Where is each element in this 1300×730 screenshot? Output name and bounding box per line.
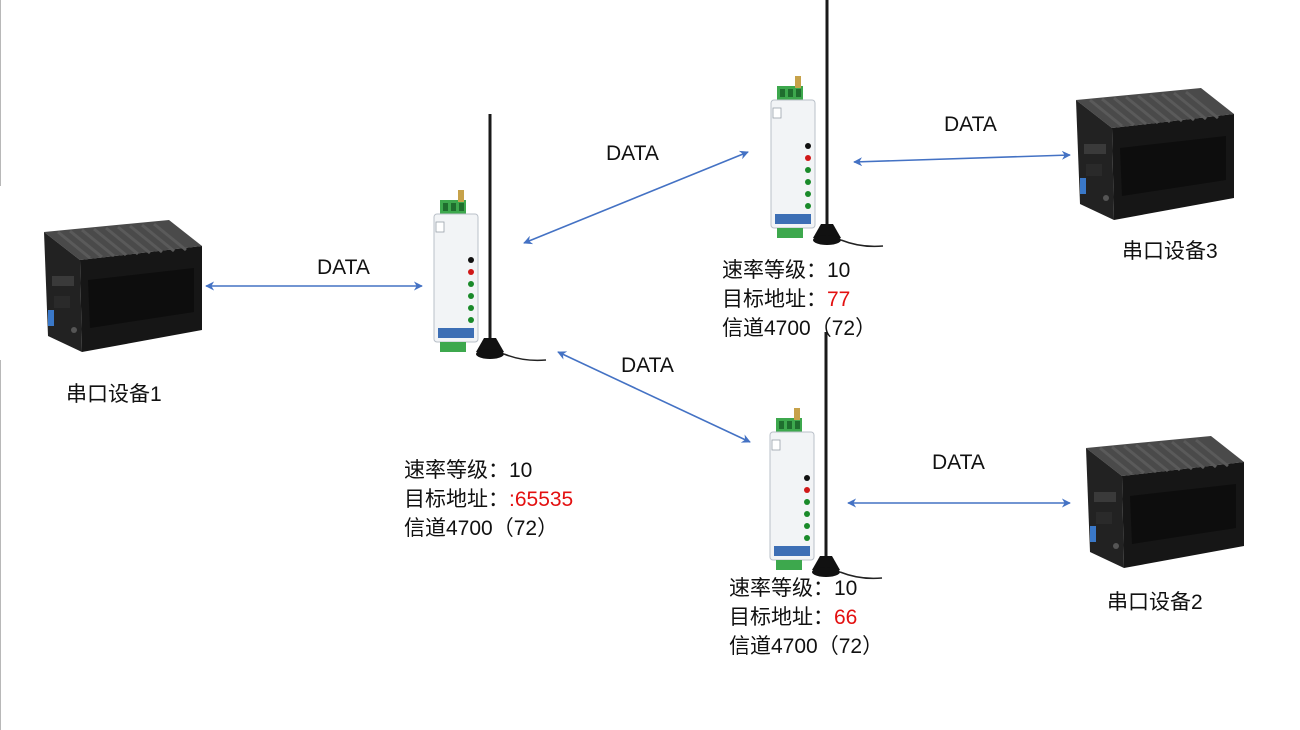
- target-address-value: 66: [834, 606, 858, 629]
- plc-device-image: [1084, 434, 1246, 570]
- device-label-serial1: 串口设备1: [66, 383, 162, 406]
- data-label: DATA: [932, 451, 985, 474]
- rate-level: 速率等级：10: [722, 259, 851, 282]
- lora-module-image: [768, 330, 884, 580]
- arrow-top-serial3: [853, 150, 1071, 167]
- device-label-serial3: 串口设备3: [1122, 240, 1218, 263]
- data-label: DATA: [317, 256, 370, 279]
- device-label-serial2: 串口设备2: [1107, 591, 1203, 614]
- plc-device-image: [1074, 86, 1236, 222]
- module-info-center: 速率等级：10 目标地址：:65535 信道4700（72）: [404, 456, 573, 543]
- target-address: 目标地址：66: [729, 606, 858, 629]
- target-address: 目标地址：77: [722, 288, 851, 311]
- edge-mark: [0, 0, 1, 186]
- arrow-center-top: [523, 150, 749, 245]
- module-info-top: 速率等级：10 目标地址：77 信道4700（72）: [722, 256, 876, 343]
- target-address-value: :65535: [509, 488, 574, 511]
- target-address: 目标地址：:65535: [404, 488, 574, 511]
- channel: 信道4700（72）: [404, 517, 559, 540]
- edge-mark: [0, 360, 1, 730]
- data-label: DATA: [944, 113, 997, 136]
- rate-level: 速率等级：10: [729, 577, 858, 600]
- data-label: DATA: [606, 142, 659, 165]
- lora-module-image: [432, 112, 548, 362]
- module-info-bottom: 速率等级：10 目标地址：66 信道4700（72）: [729, 574, 883, 661]
- plc-device-image: [42, 218, 204, 354]
- rate-level: 速率等级：10: [404, 459, 533, 482]
- data-label: DATA: [621, 354, 674, 377]
- lora-module-image: [769, 0, 885, 248]
- channel: 信道4700（72）: [722, 317, 877, 340]
- arrow-center-bottom: [557, 351, 751, 443]
- target-address-value: 77: [827, 288, 851, 311]
- channel: 信道4700（72）: [729, 635, 884, 658]
